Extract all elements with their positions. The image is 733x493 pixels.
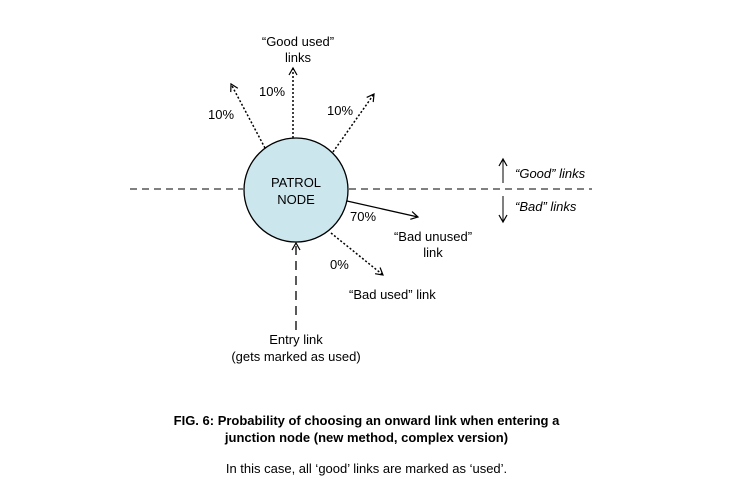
good-up-percent: 10% bbox=[259, 84, 286, 99]
legend-bad-label: “Bad” links bbox=[515, 199, 577, 214]
caption-title-line1: FIG. 6: Probability of choosing an onwar… bbox=[173, 413, 560, 428]
bad-unused-label: “Bad unused” link bbox=[378, 229, 488, 261]
good-used-label-line2: links bbox=[284, 50, 311, 65]
patrol-node-circle bbox=[243, 137, 349, 243]
good-right-percent: 10% bbox=[327, 103, 354, 118]
bad-unused-percent: 70% bbox=[350, 209, 377, 224]
node-label-line2: NODE bbox=[277, 192, 315, 207]
bad-used-link bbox=[330, 232, 384, 276]
good-used-links-label: “Good used” links bbox=[243, 34, 353, 66]
good-left-percent: 10% bbox=[208, 107, 235, 122]
entry-link-label: Entry link (gets marked as used) bbox=[206, 331, 386, 365]
entry-label-line1: Entry link bbox=[269, 332, 323, 347]
bad-unused-link bbox=[346, 200, 420, 220]
node-label: PATROL NODE bbox=[246, 174, 346, 208]
figure-caption-title: FIG. 6: Probability of choosing an onwar… bbox=[0, 412, 733, 446]
bad-used-label: “Bad used” link bbox=[349, 287, 436, 302]
good-link-left bbox=[230, 82, 266, 149]
entry-label-line2: (gets marked as used) bbox=[231, 349, 361, 364]
figure-caption-note: In this case, all ‘good’ links are marke… bbox=[225, 461, 508, 476]
legend-good-label: “Good” links bbox=[515, 166, 586, 181]
good-used-label-line1: “Good used” bbox=[261, 34, 335, 49]
bad-used-percent: 0% bbox=[330, 257, 349, 272]
node-label-line1: PATROL bbox=[270, 175, 322, 190]
bad-unused-label-line2: link bbox=[423, 245, 443, 260]
bad-unused-label-line1: “Bad unused” bbox=[393, 229, 473, 244]
caption-title-line2: junction node (new method, complex versi… bbox=[224, 430, 509, 445]
